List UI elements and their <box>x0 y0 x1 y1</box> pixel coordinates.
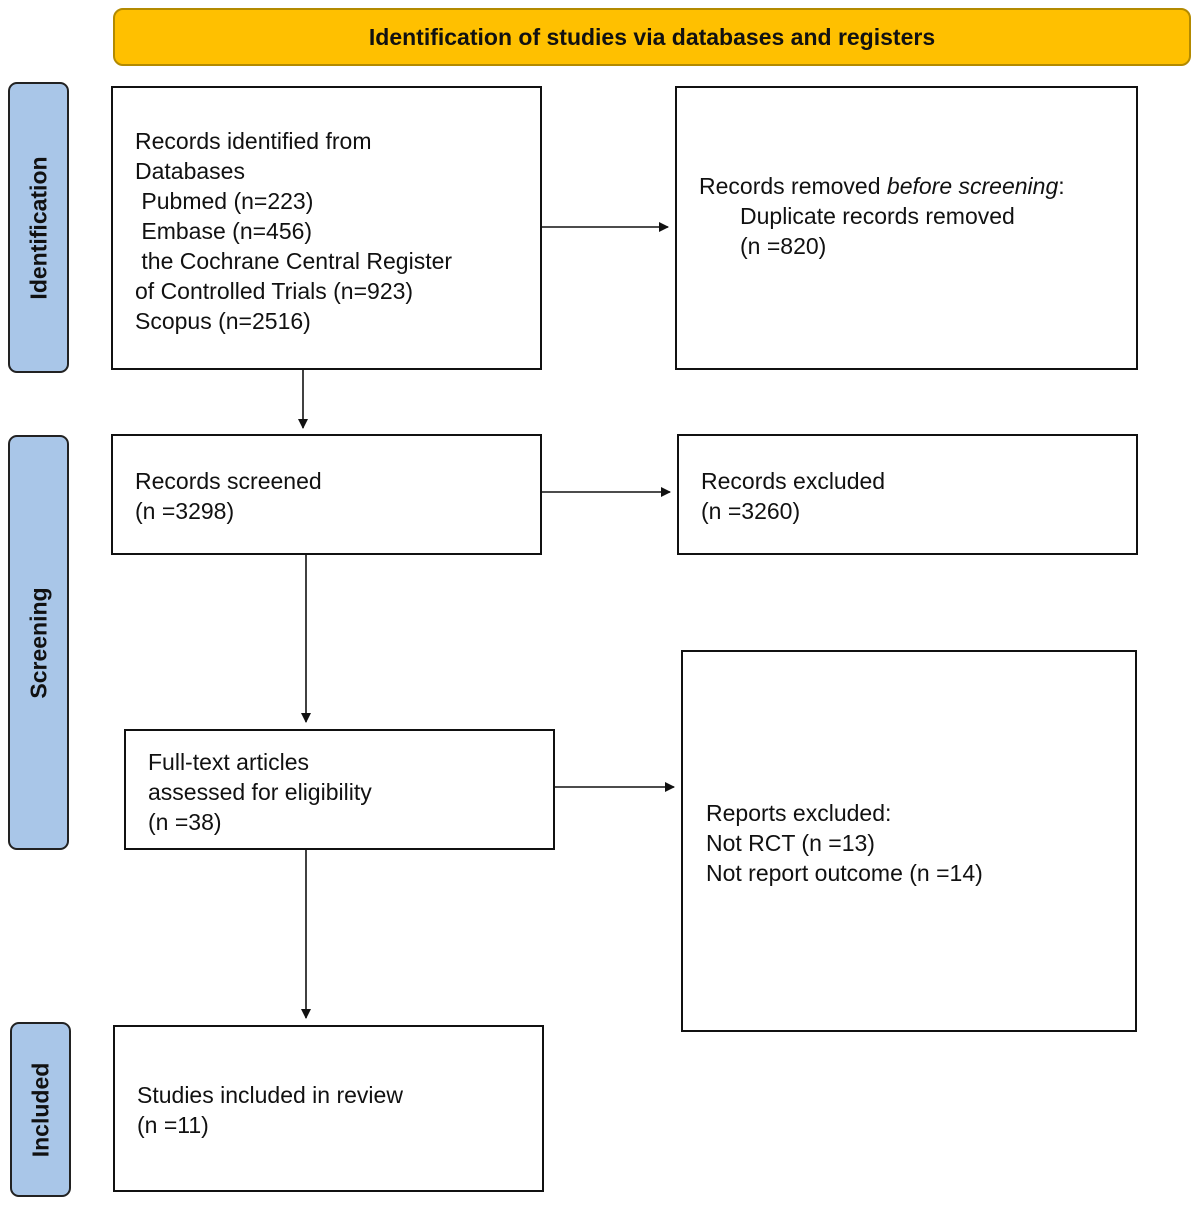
phase-included: Included <box>10 1022 71 1197</box>
excluded-label: Records excluded <box>701 468 886 494</box>
phase-included-label: Included <box>27 1062 53 1157</box>
reports-excluded-no-outcome: Not report outcome (n =14) <box>706 860 983 886</box>
records-screened-box: Records screened (n =3298) <box>111 434 542 555</box>
reports-excluded-label: Reports excluded: <box>706 800 892 826</box>
records-identified-box: Records identified from Databases Pubmed… <box>111 86 542 370</box>
removed-duplicates: Duplicate records removed <box>740 203 1015 229</box>
reports-excluded-not-rct: Not RCT (n =13) <box>706 830 875 856</box>
records-excluded-box: Records excluded (n =3260) <box>677 434 1138 555</box>
phase-identification: Identification <box>8 82 69 373</box>
studies-included-box: Studies included in review (n =11) <box>113 1025 544 1192</box>
records-removed-box: Records removed before screening: Duplic… <box>675 86 1138 370</box>
phase-screening: Screening <box>8 435 69 850</box>
identified-embase: Embase (n=456) <box>135 218 313 244</box>
identified-line-1: Records identified from <box>135 128 372 154</box>
fulltext-assessed-box: Full-text articles assessed for eligibil… <box>124 729 555 850</box>
header-banner: Identification of studies via databases … <box>113 8 1191 66</box>
identified-cochrane-2: of Controlled Trials (n=923) <box>135 278 414 304</box>
removed-count: (n =820) <box>740 233 827 259</box>
identified-scopus: Scopus (n=2516) <box>135 308 311 334</box>
fulltext-line-1: Full-text articles <box>148 749 310 775</box>
removed-prefix: Records removed <box>699 173 887 199</box>
header-title: Identification of studies via databases … <box>368 23 936 50</box>
removed-line-1: Records removed before screening: <box>699 171 1136 201</box>
fulltext-line-2: assessed for eligibility <box>148 779 372 805</box>
identified-cochrane-1: the Cochrane Central Register <box>135 248 453 274</box>
reports-excluded-box: Reports excluded: Not RCT (n =13) Not re… <box>681 650 1137 1032</box>
removed-emphasis: before screening <box>886 173 1059 199</box>
phase-screening-label: Screening <box>25 586 51 699</box>
identified-pubmed: Pubmed (n=223) <box>135 188 314 214</box>
excluded-count: (n =3260) <box>701 498 801 524</box>
removed-suffix: : <box>1058 173 1065 199</box>
screened-label: Records screened <box>135 468 322 494</box>
screened-count: (n =3298) <box>135 498 235 524</box>
identified-line-2: Databases <box>135 158 245 184</box>
fulltext-count: (n =38) <box>148 809 222 835</box>
included-count: (n =11) <box>137 1112 209 1138</box>
phase-identification-label: Identification <box>25 155 51 300</box>
included-label: Studies included in review <box>137 1082 403 1108</box>
